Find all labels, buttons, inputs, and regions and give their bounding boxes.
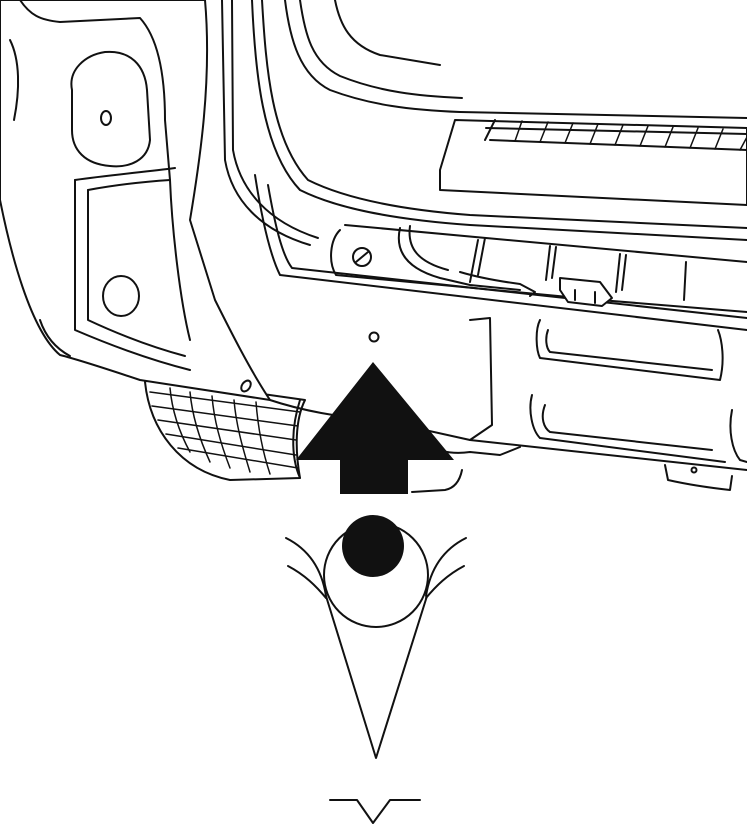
eye-icon (285, 515, 467, 759)
up-arrow-icon (296, 362, 454, 494)
tire (144, 377, 306, 481)
bumper-upper-face (254, 174, 747, 331)
quarter-panel (0, 0, 271, 401)
view-symbol-icon (329, 799, 421, 824)
tailgate-frame (221, 0, 747, 246)
hole-marker-icon (368, 331, 380, 343)
bolt (352, 247, 372, 267)
small-clip (240, 379, 252, 393)
